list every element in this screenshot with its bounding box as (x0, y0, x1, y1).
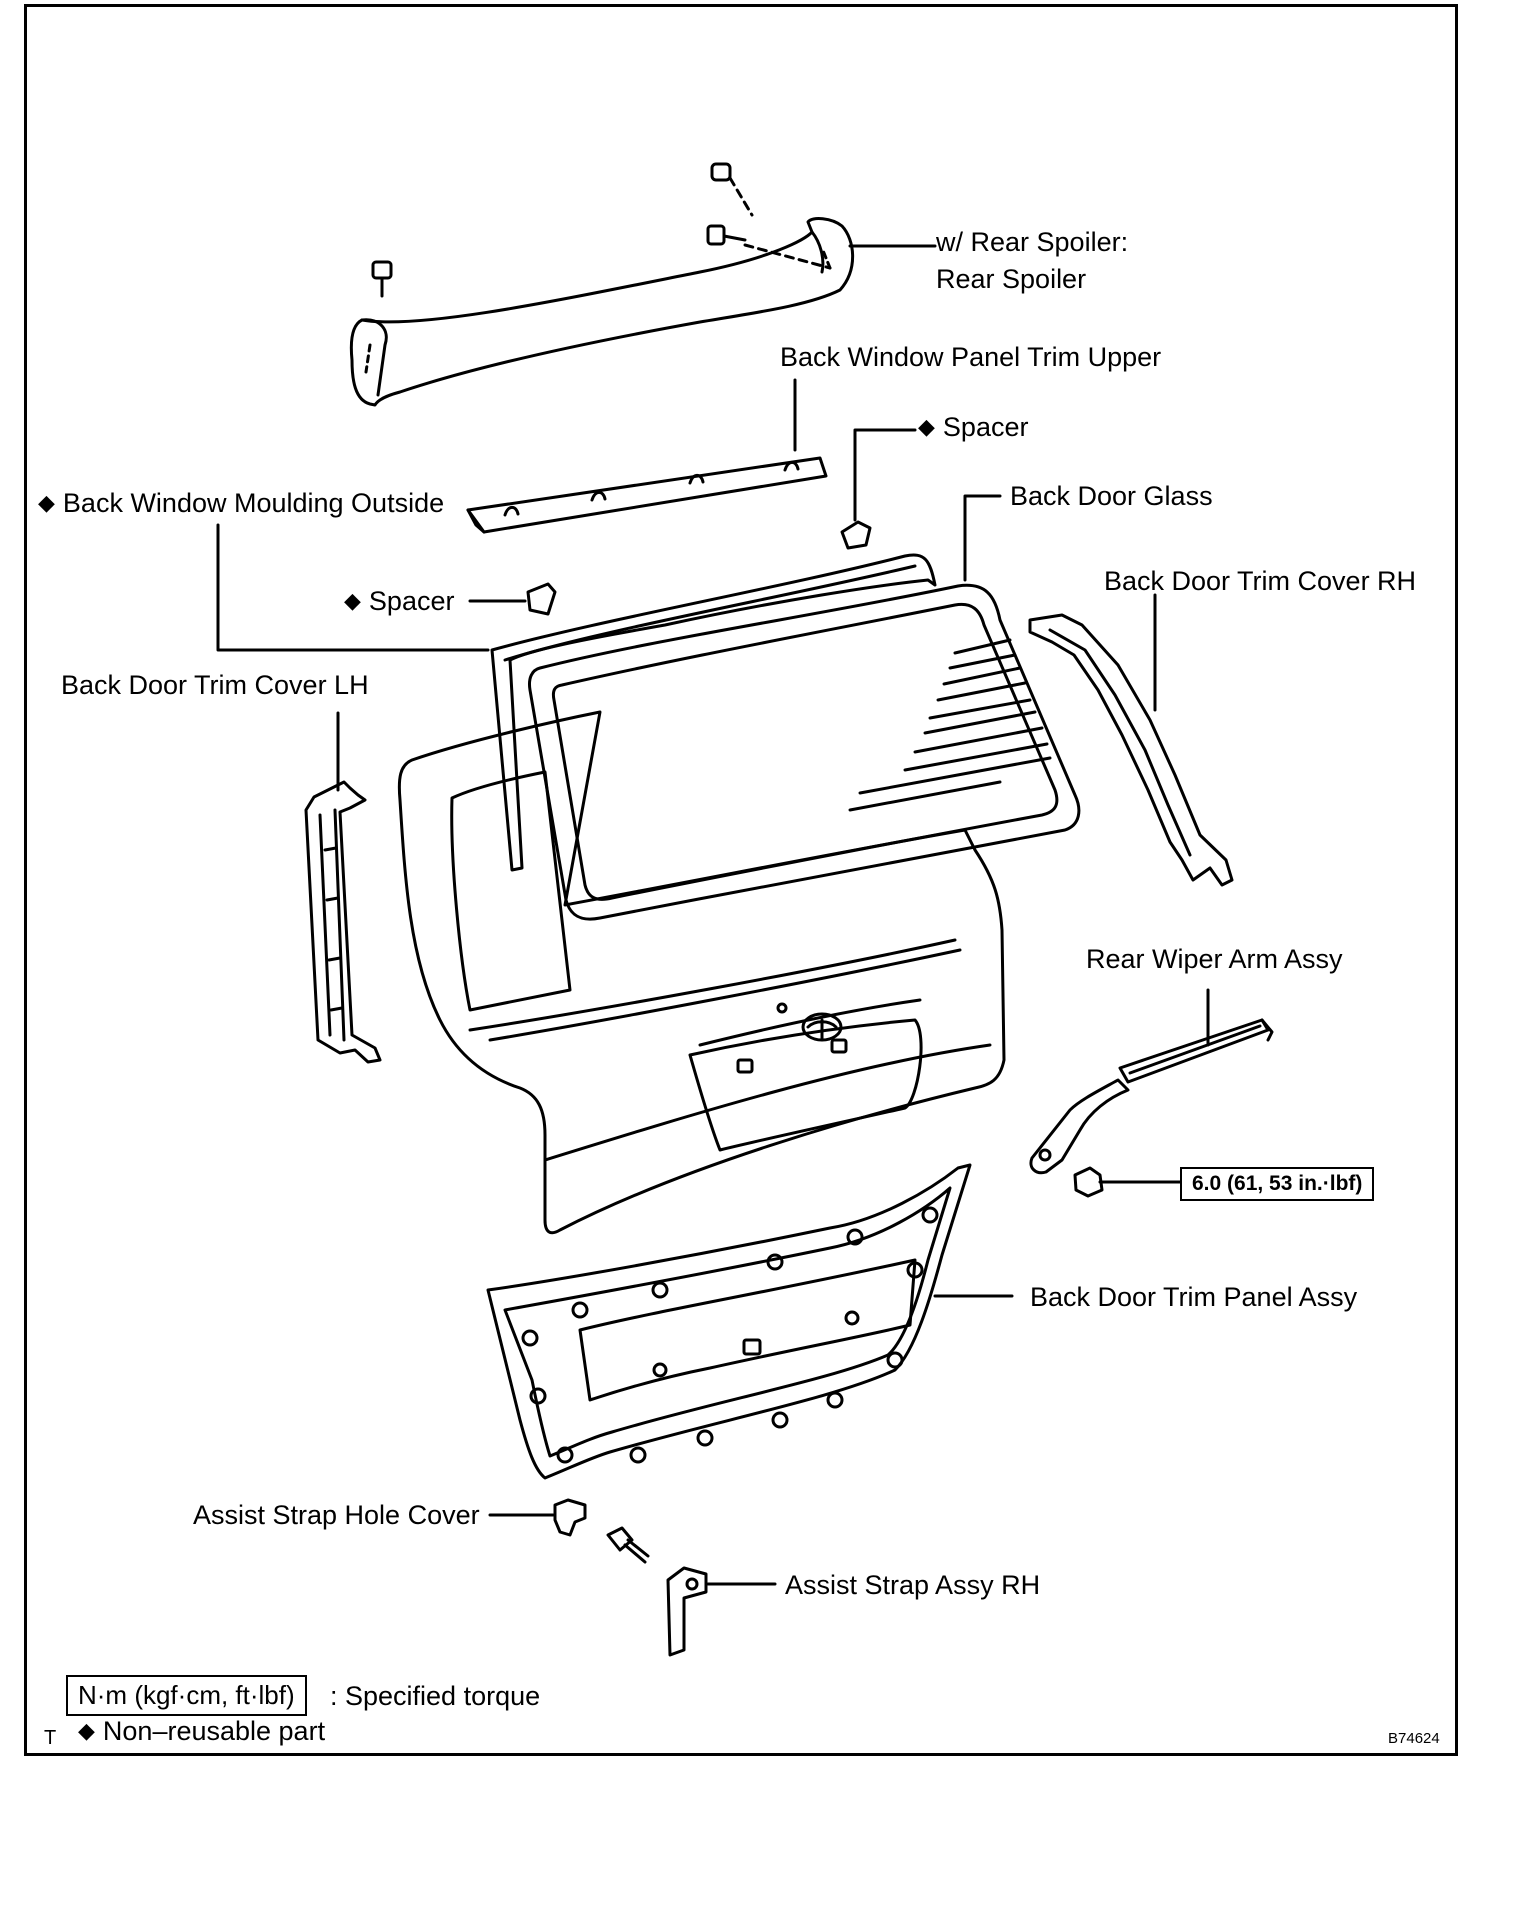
label-spacer-left: ◆ Spacer (344, 588, 454, 615)
back-door-trim-cover-rh (1028, 613, 1234, 887)
leader-moulding-outside (216, 523, 490, 652)
back-window-panel-trim-upper (466, 456, 828, 534)
figure-code: B74624 (1388, 1730, 1440, 1747)
non-reusable-diamond-icon: ◆ (918, 414, 935, 439)
label-back-door-trim-panel-assy: Back Door Trim Panel Assy (1030, 1282, 1358, 1312)
non-reusable-diamond-icon: ◆ (344, 588, 361, 613)
legend-non-reusable: ◆ Non–reusable part (78, 1718, 325, 1745)
spacer-upper-text: Spacer (942, 412, 1029, 442)
back-door-panel (397, 710, 1006, 1235)
label-assist-strap-hole-cover: Assist Strap Hole Cover (193, 1500, 480, 1530)
label-back-door-trim-cover-lh: Back Door Trim Cover LH (61, 670, 369, 700)
spacer-upper (840, 520, 872, 550)
rear-wiper-arm-assy (1029, 1018, 1274, 1198)
back-door-trim-cover-lh (304, 780, 382, 1064)
label-back-door-trim-cover-rh: Back Door Trim Cover RH (1104, 566, 1417, 596)
leader-spacer-upper (853, 428, 917, 522)
spoiler-fasteners (371, 162, 747, 298)
label-back-window-panel-trim-upper: Back Window Panel Trim Upper (780, 342, 1162, 372)
spacer-left-text: Spacer (368, 586, 455, 616)
label-spacer-upper: ◆ Spacer (918, 414, 1028, 441)
assist-strap-hole-cover (553, 1498, 587, 1537)
torque-spec-wiper: 6.0 (61, 53 in.·lbf) (1180, 1167, 1375, 1201)
label-rear-spoiler-line1: w/ Rear Spoiler: (936, 227, 1129, 257)
non-reusable-diamond-icon: ◆ (78, 1718, 95, 1743)
assist-strap-assy-rh (666, 1566, 708, 1657)
back-door-glass (528, 583, 1081, 921)
non-reusable-text: Non–reusable part (102, 1716, 326, 1746)
non-reusable-diamond-icon: ◆ (38, 490, 55, 515)
legend-torque-units-box: N·m (kgf·cm, ft·lbf) (66, 1675, 307, 1716)
diagram-frame (24, 4, 1458, 1756)
moulding-outside-text: Back Window Moulding Outside (62, 488, 445, 518)
label-assist-strap-assy-rh: Assist Strap Assy RH (785, 1570, 1041, 1600)
label-rear-wiper-arm-assy: Rear Wiper Arm Assy (1086, 944, 1343, 974)
label-rear-spoiler-line2: Rear Spoiler (936, 264, 1087, 294)
back-door-trim-panel-assy (486, 1163, 972, 1480)
label-back-door-glass: Back Door Glass (1010, 481, 1213, 511)
label-back-window-moulding-outside: ◆ Back Window Moulding Outside (38, 490, 444, 517)
rear-spoiler (349, 176, 855, 407)
leader-back-door-glass (963, 494, 1002, 582)
assist-strap-bolt (606, 1526, 650, 1564)
spacer-left (526, 582, 557, 616)
corner-mark: T (44, 1727, 57, 1749)
legend-torque-desc: : Specified torque (330, 1681, 541, 1711)
back-window-moulding-outside (490, 553, 937, 872)
